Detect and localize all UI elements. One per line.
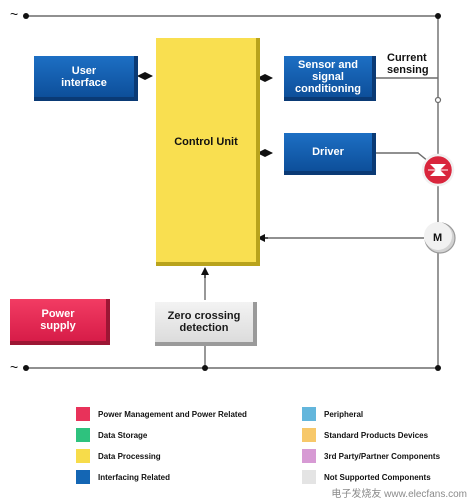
control-unit-label: Control Unit	[174, 136, 238, 148]
user-interface-label: User interface	[61, 64, 107, 89]
watermark: 电子发烧友 www.elecfans.com	[331, 489, 467, 500]
user-interface-block: User interface	[34, 56, 138, 101]
zero-crossing-label: Zero crossing detection	[167, 310, 241, 334]
legend-item: Data Storage	[76, 428, 147, 442]
legend-label: Interfacing Related	[98, 472, 171, 482]
legend-label: Data Storage	[98, 430, 148, 440]
legend-swatch	[76, 407, 90, 421]
sensor-block: Sensor and signal conditioning	[284, 56, 376, 101]
ac-bottom-symbol: ~	[10, 359, 19, 375]
triac-icon	[421, 153, 455, 187]
legend-label: Standard Products Devices	[324, 430, 429, 440]
legend-item: Standard Products Devices	[302, 428, 428, 442]
driver-block: Driver	[284, 133, 376, 175]
power-supply-block: Power supply	[10, 299, 110, 345]
legend-item: Peripheral	[302, 407, 363, 421]
driver-label: Driver	[312, 146, 344, 158]
motor-icon	[424, 222, 456, 254]
legend-swatch	[302, 470, 316, 484]
legend-swatch	[302, 407, 316, 421]
control-unit-block: Control Unit	[156, 38, 260, 266]
legend-item: Interfacing Related	[76, 470, 170, 484]
legend-label: Peripheral	[324, 409, 364, 419]
zero-crossing-block: Zero crossing detection	[155, 302, 257, 346]
legend-label: Not Supported Components	[324, 472, 431, 482]
sensor-label: Sensor and signal conditioning	[295, 58, 361, 95]
legend-swatch	[302, 428, 316, 442]
legend-item: 3rd Party/Partner Components	[302, 449, 440, 463]
legend-item: Data Processing	[76, 449, 161, 463]
legend-item: Not Supported Components	[302, 470, 431, 484]
motor-label: M	[433, 232, 443, 244]
legend-swatch	[302, 449, 316, 463]
legend-swatch	[76, 470, 90, 484]
legend-label: 3rd Party/Partner Components	[324, 451, 441, 461]
current-sensing-label: Current sensing	[387, 52, 429, 76]
legend-label: Power Management and Power Related	[98, 409, 247, 419]
legend-item: Power Management and Power Related	[76, 407, 247, 421]
legend-swatch	[76, 449, 90, 463]
legend-swatch	[76, 428, 90, 442]
ac-top-symbol: ~	[10, 6, 19, 22]
legend-label: Data Processing	[98, 451, 161, 461]
power-supply-label: Power supply	[40, 308, 76, 332]
